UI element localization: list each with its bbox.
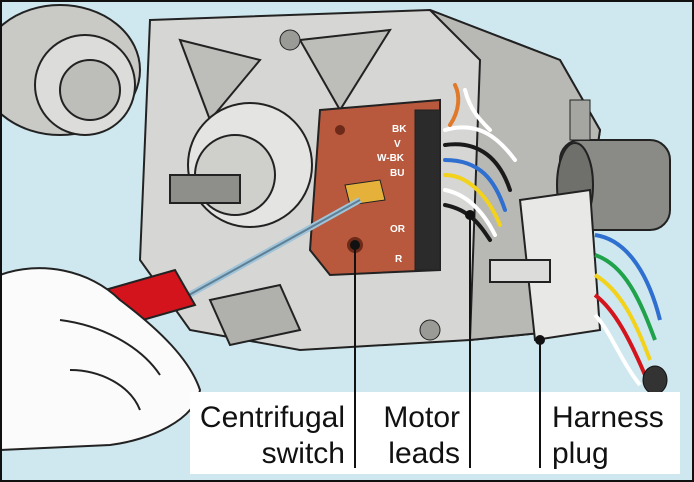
callout-leads-line1: Motor <box>383 401 460 434</box>
centrifugal-switch: BK V W-BK BU OR R <box>308 98 441 277</box>
leader-dot <box>535 335 545 345</box>
pulley-illustration <box>0 4 141 136</box>
terminal-label: BK <box>392 124 407 135</box>
terminal-label: V <box>394 139 401 150</box>
leader-dot <box>350 240 360 250</box>
callout-plug-line1: Harness <box>552 401 664 434</box>
callout-switch-line1: Centrifugal <box>200 401 345 434</box>
callout-switch-line2: switch <box>262 437 345 470</box>
hand-illustration <box>0 267 202 452</box>
harness-plug-icon <box>489 188 668 395</box>
terminal-label: OR <box>390 224 406 235</box>
label-area <box>190 392 680 474</box>
callout-plug-line2: plug <box>552 437 609 470</box>
terminal-label: W-BK <box>377 153 405 164</box>
callout-leads-line2: leads <box>388 437 460 470</box>
terminal-label: R <box>395 254 403 265</box>
terminal-label: BU <box>390 168 404 179</box>
leader-dot <box>465 210 475 220</box>
